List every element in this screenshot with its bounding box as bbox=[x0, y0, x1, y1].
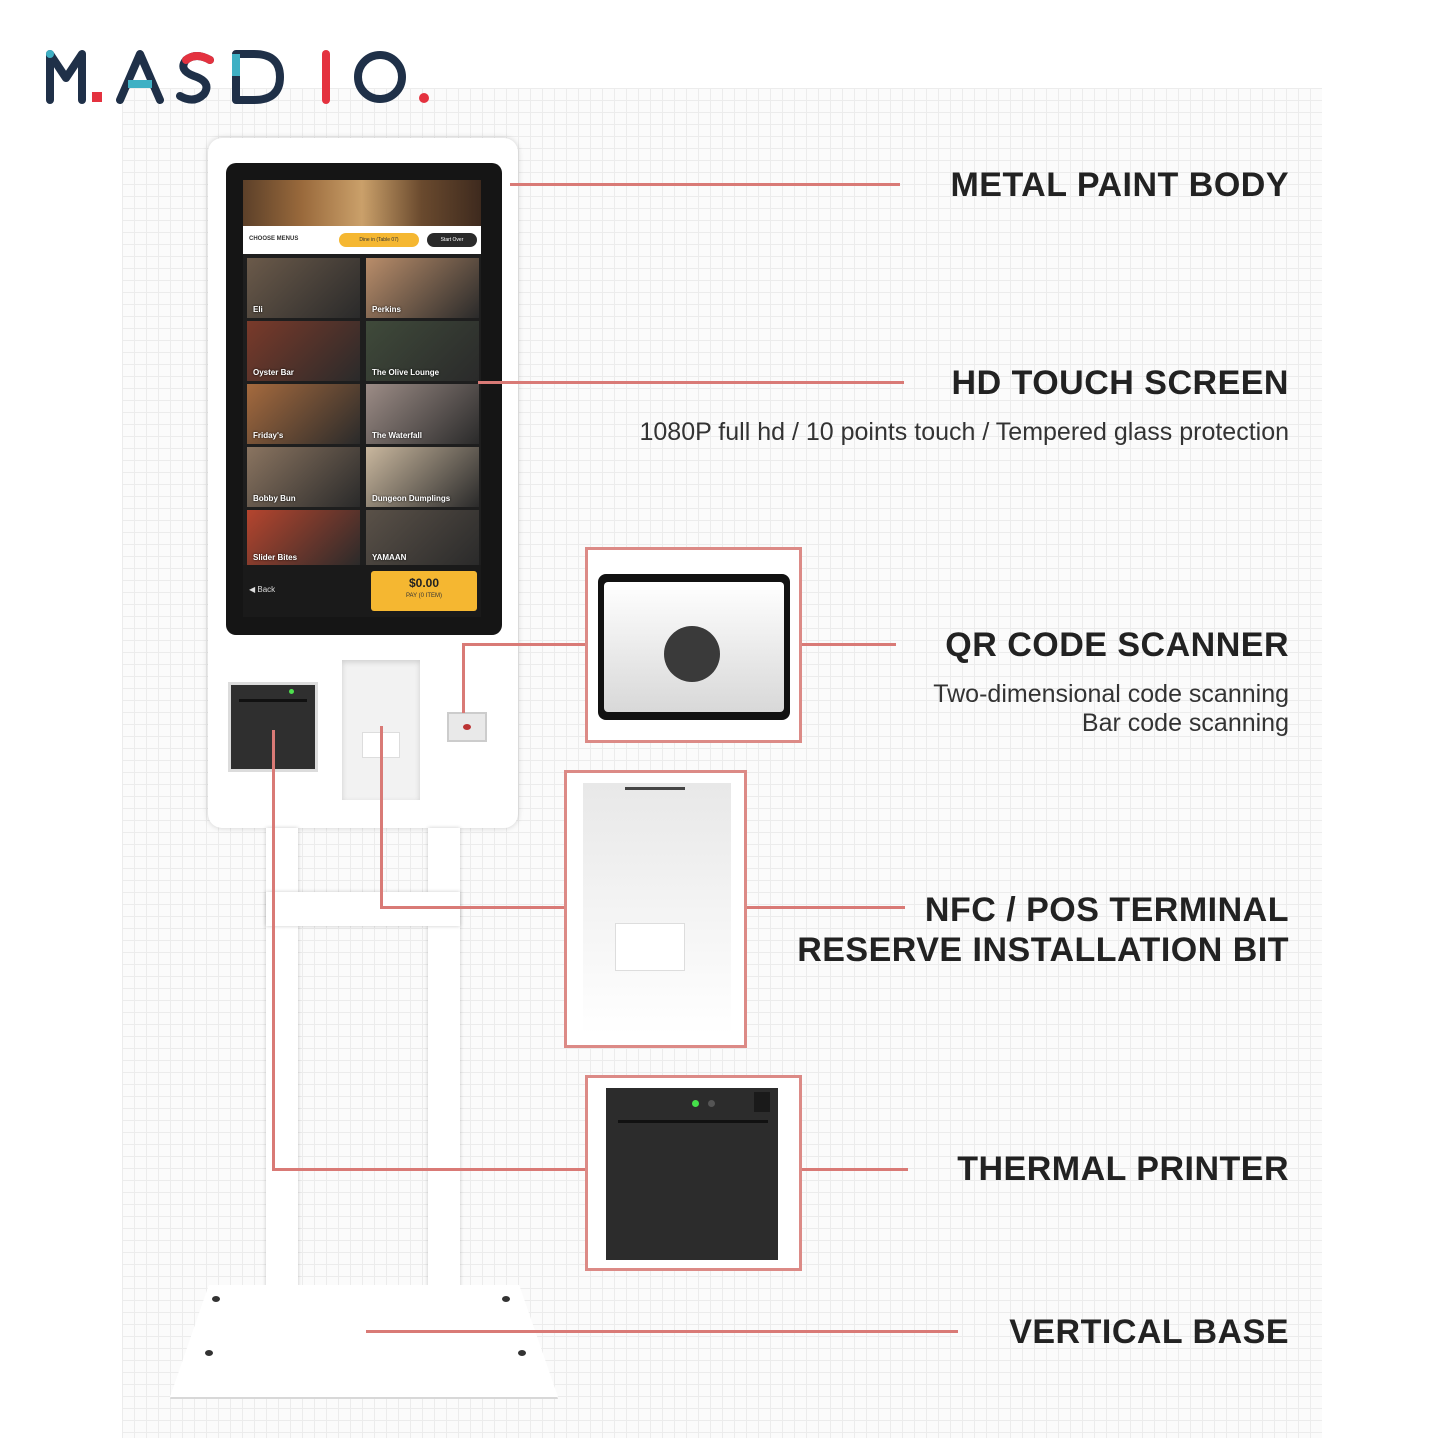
kiosk-touch-screen: CHOOSE MENUS Dine in (Table 07) Start Ov… bbox=[243, 180, 481, 617]
hd-touch-screen-title: HD TOUCH SCREEN bbox=[951, 364, 1289, 402]
qr-scanner-closeup bbox=[585, 547, 802, 743]
nfc-pos-title-line2: RESERVE INSTALLATION BIT bbox=[797, 931, 1289, 969]
tile-label: Eli bbox=[253, 305, 263, 314]
vertical-base-title: VERTICAL BASE bbox=[1009, 1313, 1289, 1351]
menu-tile: Eli bbox=[247, 258, 360, 318]
menu-tile: Friday's bbox=[247, 384, 360, 444]
tile-label: Friday's bbox=[253, 431, 284, 440]
tile-label: Bobby Bun bbox=[253, 494, 296, 503]
tile-label: Perkins bbox=[372, 305, 401, 314]
hd-touch-screen-subtitle: 1080P full hd / 10 points touch / Temper… bbox=[639, 418, 1290, 446]
back-text: Back bbox=[257, 585, 276, 594]
base-bolt bbox=[212, 1296, 220, 1302]
leader-line bbox=[462, 643, 465, 713]
leader-line bbox=[800, 1168, 908, 1171]
base-bolt bbox=[518, 1350, 526, 1356]
dine-in-pill: Dine in (Table 07) bbox=[339, 233, 419, 247]
menu-tile: Perkins bbox=[366, 258, 479, 318]
menu-tile: YAMAAN bbox=[366, 510, 479, 566]
masdio-logo bbox=[46, 50, 429, 104]
stand-crossbar bbox=[266, 892, 460, 926]
tile-label: YAMAAN bbox=[372, 553, 407, 562]
nfc-bay-closeup bbox=[564, 770, 747, 1048]
leader-line bbox=[745, 906, 905, 909]
pay-button: $0.00 PAY (0 ITEM) bbox=[371, 571, 477, 611]
leader-line bbox=[380, 906, 566, 909]
leader-line bbox=[380, 726, 383, 908]
leader-line bbox=[366, 1330, 958, 1333]
qr-scanner-line1: Two-dimensional code scanning bbox=[933, 680, 1289, 708]
menu-tile: The Olive Lounge bbox=[366, 321, 479, 381]
pay-subtext: PAY (0 ITEM) bbox=[405, 593, 442, 599]
kiosk-qr-window bbox=[447, 712, 487, 742]
leader-line bbox=[272, 1168, 586, 1171]
thermal-printer-closeup bbox=[585, 1075, 802, 1271]
screen-menu-bar: CHOOSE MENUS Dine in (Table 07) Start Ov… bbox=[243, 226, 481, 254]
qr-code-scanner-title: QR CODE SCANNER bbox=[945, 626, 1289, 664]
start-over-pill: Start Over bbox=[427, 233, 477, 247]
menu-tile: Oyster Bar bbox=[247, 321, 360, 381]
menu-tile: Dungeon Dumplings bbox=[366, 447, 479, 507]
vertical-base bbox=[170, 1285, 558, 1397]
menu-title: CHOOSE MENUS bbox=[249, 236, 299, 242]
tile-label: Slider Bites bbox=[253, 553, 298, 562]
tile-label: The Waterfall bbox=[372, 431, 422, 440]
tile-label: The Olive Lounge bbox=[372, 368, 440, 377]
menu-tile: Bobby Bun bbox=[247, 447, 360, 507]
tile-label: Dungeon Dumplings bbox=[372, 494, 451, 503]
leader-line bbox=[800, 643, 896, 646]
screen-hero-image bbox=[243, 180, 481, 226]
pay-amount: $0.00 bbox=[408, 576, 440, 590]
leader-line bbox=[478, 381, 904, 384]
nfc-pos-title-line1: NFC / POS TERMINAL bbox=[924, 891, 1289, 929]
leader-line bbox=[510, 183, 900, 186]
metal-paint-body-title: METAL PAINT BODY bbox=[950, 166, 1289, 204]
leader-line bbox=[462, 643, 588, 646]
leader-line bbox=[272, 730, 275, 1170]
tile-label: Oyster Bar bbox=[253, 368, 294, 377]
back-label: ◀ Back bbox=[249, 585, 276, 594]
menu-tile: Slider Bites bbox=[247, 510, 360, 566]
base-bolt bbox=[205, 1350, 213, 1356]
base-bolt bbox=[502, 1296, 510, 1302]
thermal-printer-title: THERMAL PRINTER bbox=[957, 1150, 1289, 1188]
menu-tile: The Waterfall bbox=[366, 384, 479, 444]
qr-scanner-line2: Bar code scanning bbox=[1081, 709, 1289, 737]
screen-footer: ◀ Back $0.00 PAY (0 ITEM) bbox=[243, 565, 481, 617]
